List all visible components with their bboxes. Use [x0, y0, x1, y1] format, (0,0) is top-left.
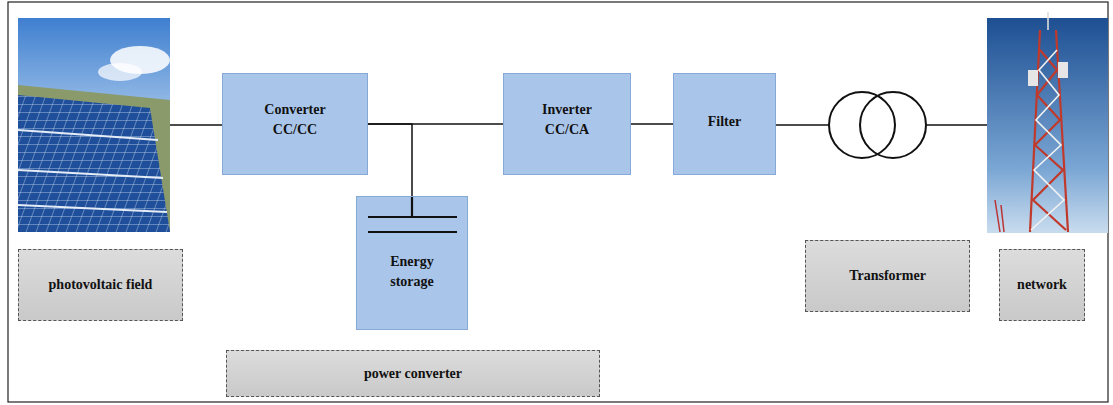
outer-frame — [8, 2, 1108, 402]
grid-wire — [926, 124, 987, 126]
node-label: photovoltaic field — [49, 275, 153, 295]
process-box: Filter — [673, 73, 776, 175]
connector-line — [368, 124, 412, 196]
node-label: Inverter CC/CA — [522, 100, 612, 140]
node-label: Energy storage — [377, 252, 447, 292]
node-label: power converter — [364, 364, 462, 384]
node-label: Converter CC/CC — [250, 100, 340, 140]
process-box: Inverter CC/CA — [503, 73, 631, 175]
transformer-symbol — [829, 92, 926, 158]
pv-wire — [170, 124, 222, 126]
filter-wire — [776, 124, 829, 126]
caption-box: photovoltaic field — [18, 249, 183, 321]
node-label: Filter — [708, 112, 741, 132]
process-box: Converter CC/CC — [222, 73, 368, 175]
caption-box: network — [999, 249, 1085, 321]
pv-photo — [18, 18, 170, 232]
node-label: network — [1017, 275, 1067, 295]
caption-box: Transformer — [805, 240, 970, 312]
network-photo — [987, 12, 1108, 233]
group-caption-box: power converter — [226, 350, 600, 397]
node-label: Transformer — [849, 266, 926, 286]
connector-line — [631, 123, 673, 125]
